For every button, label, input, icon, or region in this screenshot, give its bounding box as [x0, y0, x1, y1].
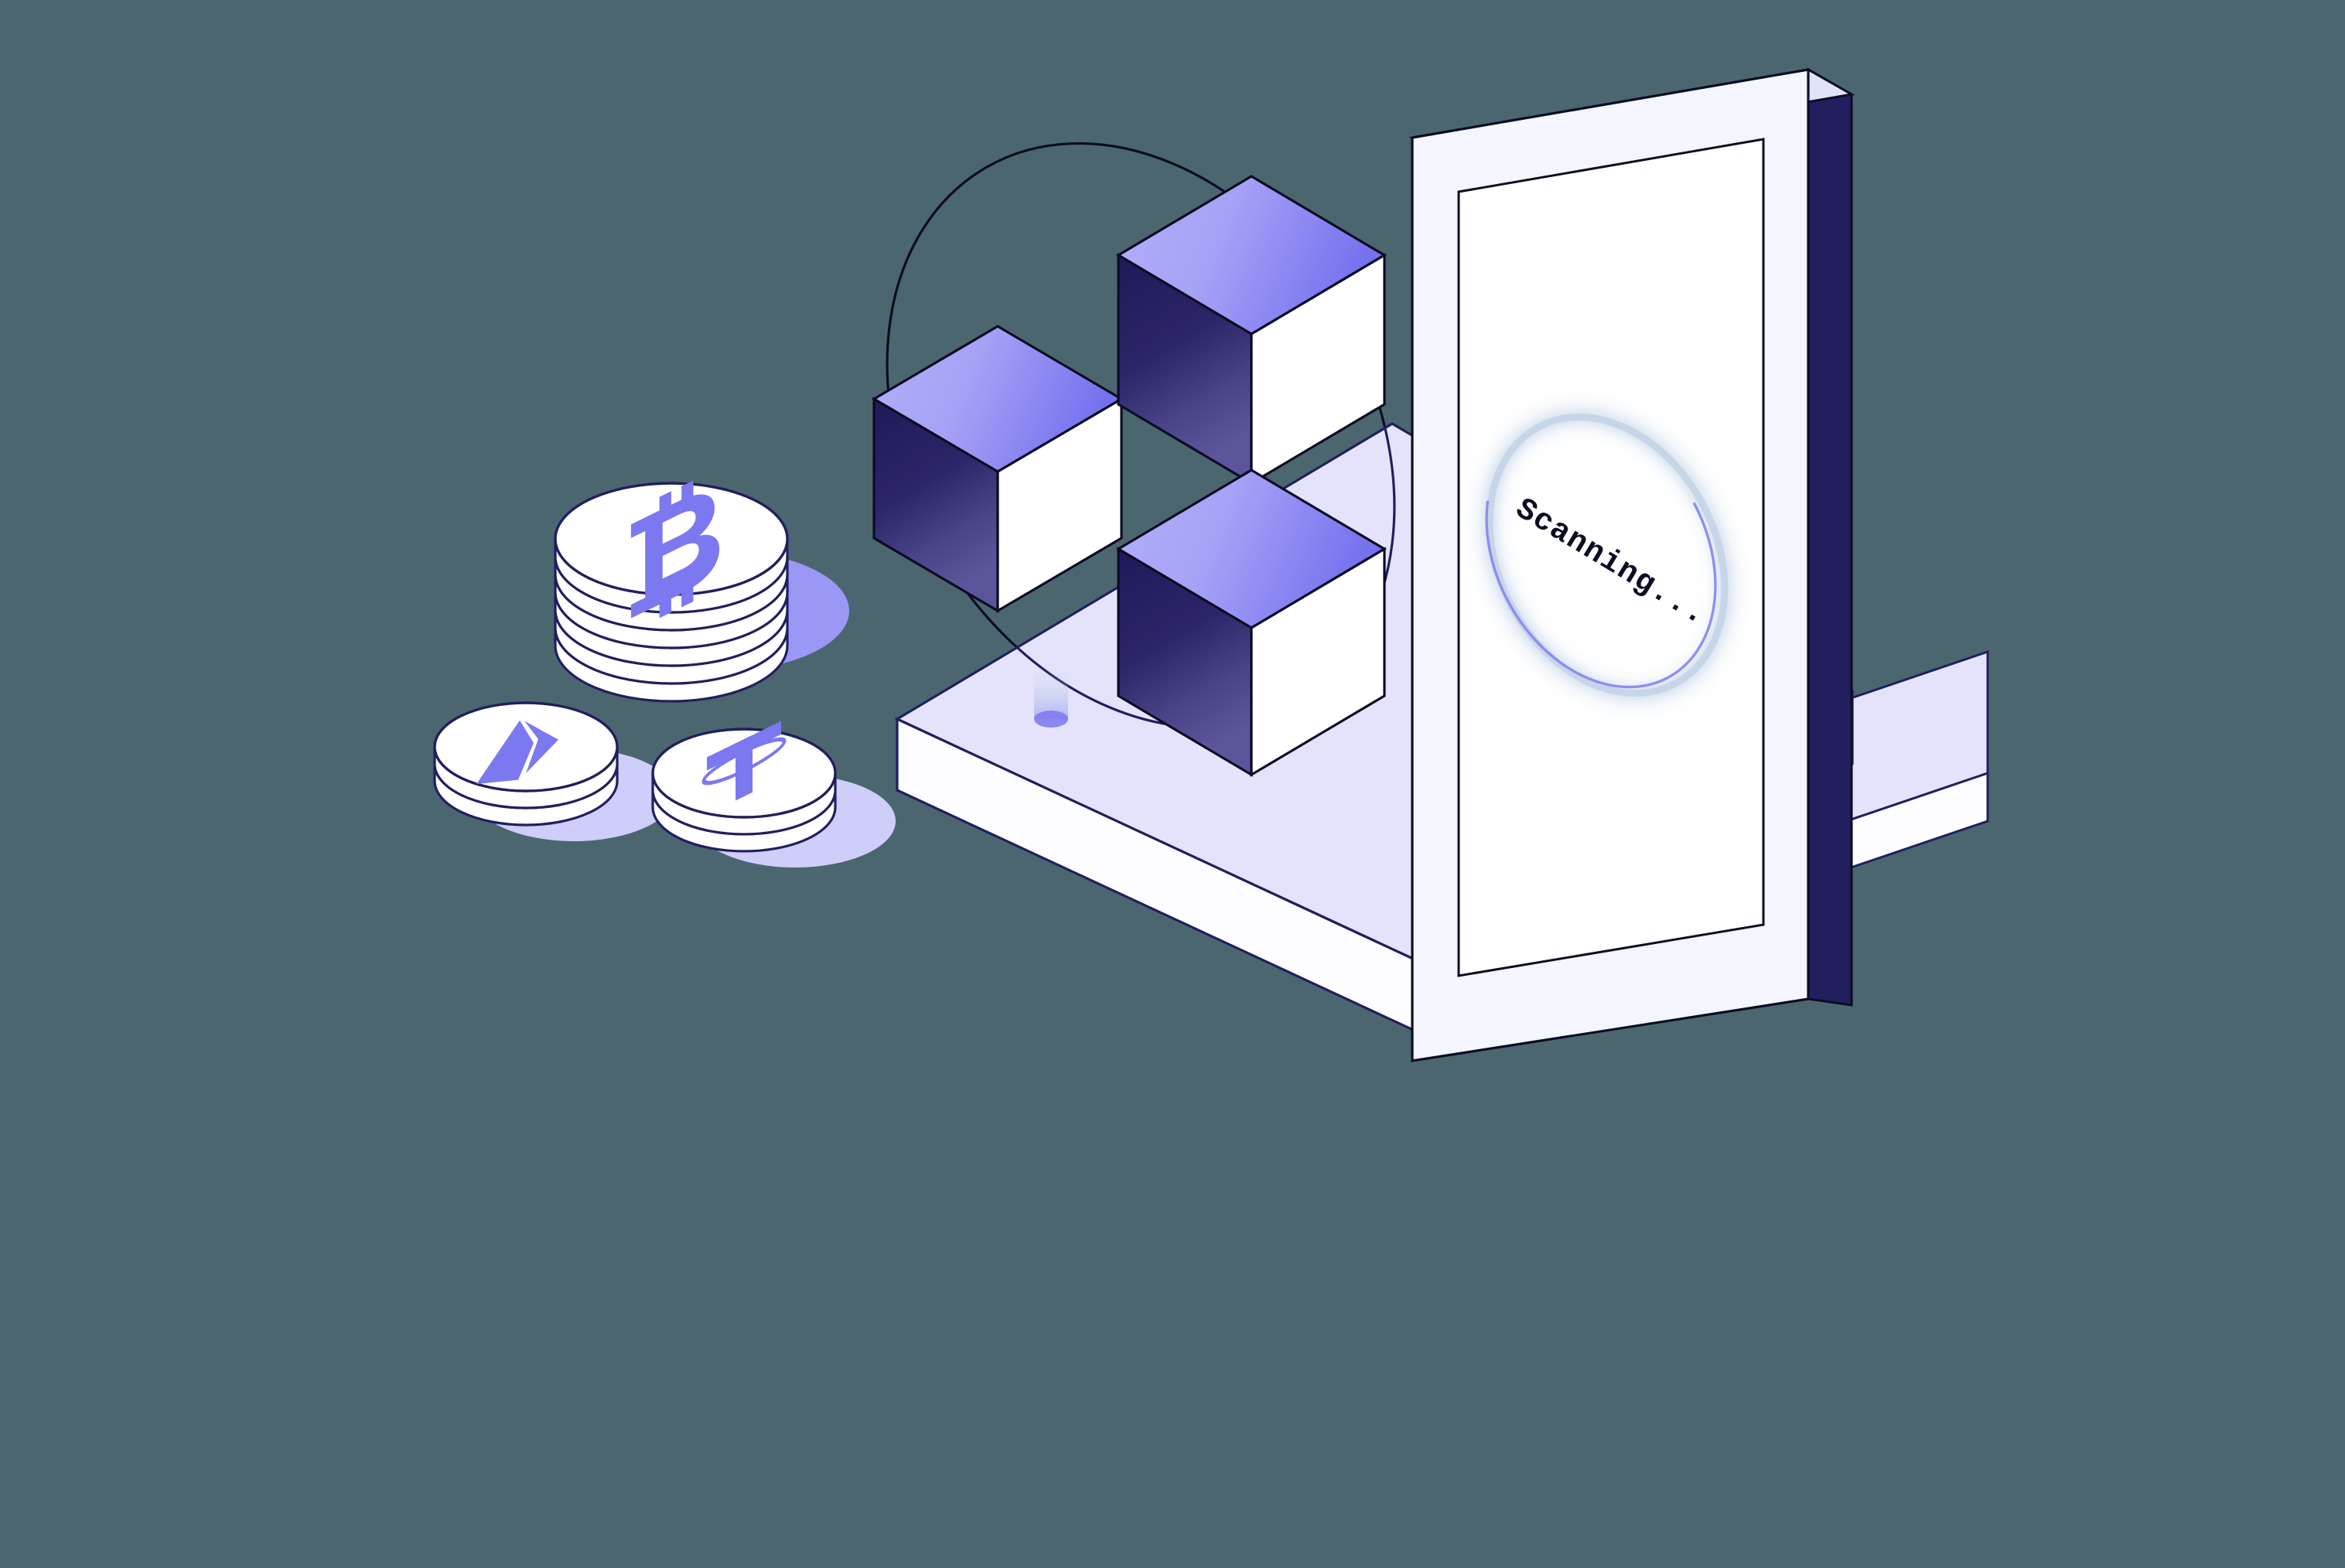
tether-icon	[701, 721, 787, 801]
ethereum-icon	[476, 720, 558, 785]
screen-inner	[1457, 138, 1765, 977]
ethereum-coin-stack	[433, 701, 619, 827]
bitcoin-coin-stack	[554, 480, 789, 703]
cube-top-right	[1250, 253, 1386, 486]
screen-edge-right	[1807, 67, 1853, 1007]
cube-front	[1115, 469, 1388, 777]
cube-left-right	[996, 397, 1123, 613]
cube-top	[1115, 175, 1388, 486]
scanner-screen-panel: Scanning...	[1408, 67, 1855, 1062]
bitcoin-stack-edges	[554, 538, 789, 703]
bitcoin-icon	[630, 480, 720, 619]
cube-left	[871, 325, 1125, 613]
marker-back	[1034, 666, 1068, 728]
cube-front-right	[1250, 547, 1386, 777]
tether-coin-stack	[651, 721, 837, 853]
